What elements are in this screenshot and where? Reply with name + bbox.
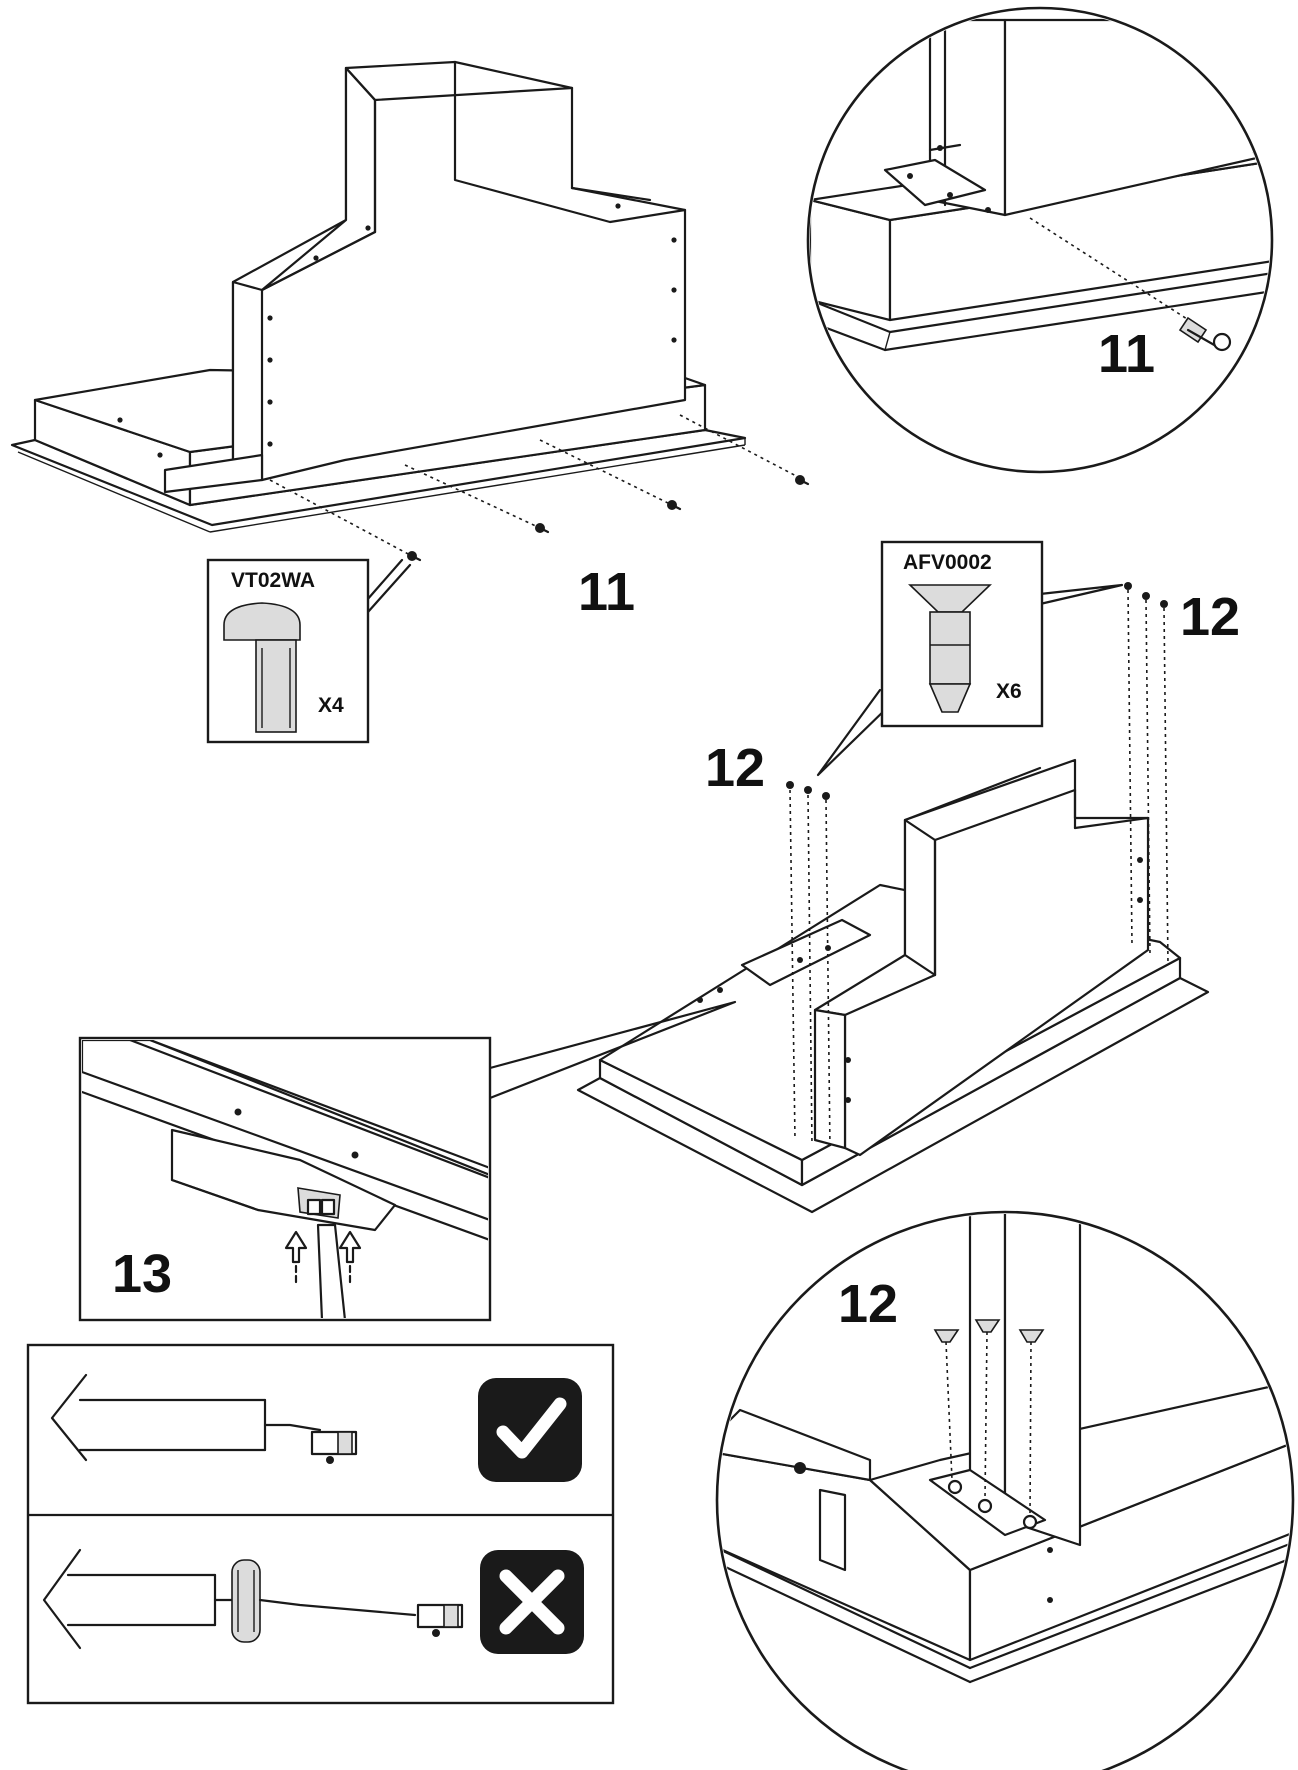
part-quantity: X4 [318,694,344,717]
screw-icon [667,500,682,511]
step-number-11-detail: 11 [1098,324,1155,384]
step-number-12-detail: 12 [838,1274,898,1334]
screw-icon [407,551,422,562]
step-number-12-left: 12 [705,738,765,798]
step-number-11: 11 [578,562,635,622]
part-code: AFV0002 [903,551,992,574]
step-number-13: 13 [112,1244,172,1304]
screw-icon [1018,1329,1045,1516]
part-code: VT02WA [231,569,315,592]
detail-circle-screws-12 [715,1210,1295,1770]
cable-correct-illustration [50,1373,358,1464]
detail-box-step-13: 13 [78,1000,737,1322]
bolt-icon [223,602,301,733]
cross-icon [480,1550,584,1654]
part-callout-afv0002: AFV0002 X6 [816,540,1124,777]
detail-circle-screw-11 [806,6,1274,474]
screw-icon [1178,316,1232,352]
cable-wrong-illustration [42,1548,464,1650]
cable-routing-guide [26,1343,615,1705]
screw-icon [908,584,992,713]
screw-icon [535,523,550,534]
screw-icon [795,475,810,486]
screw-icon [974,1319,1001,1499]
arrow-up-icon [338,1230,362,1284]
part-callout-vt02wa: VT02WA X4 [206,558,412,744]
arrow-up-icon [284,1230,308,1284]
part-quantity: X6 [996,680,1022,703]
hood-illustration-step-11 [10,60,810,562]
check-icon [478,1378,582,1482]
step-number-12-right: 12 [1180,587,1240,647]
hood-illustration-step-12 [576,582,1210,1214]
screw-icon [933,1329,960,1481]
